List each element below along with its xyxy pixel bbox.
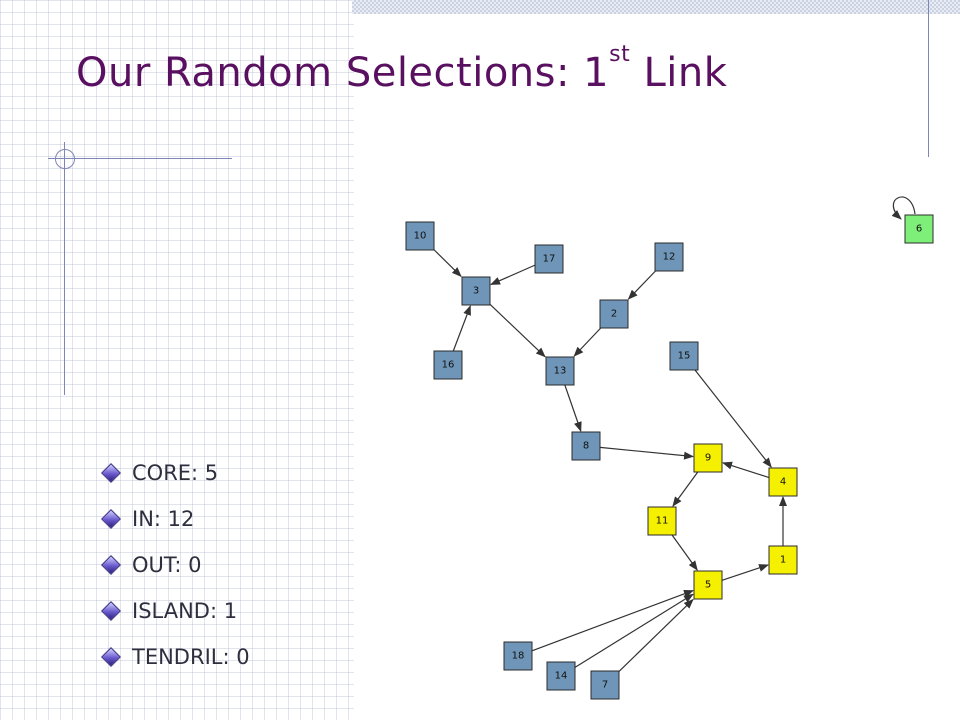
graph-node-14: 14 (546, 661, 576, 691)
graph-node-5: 5 (693, 570, 723, 600)
node-box (571, 431, 601, 461)
node-box (904, 214, 934, 244)
node-box (647, 506, 677, 536)
graph-node-2: 2 (599, 299, 629, 329)
node-box (669, 341, 699, 371)
edge-3-to-13 (489, 303, 546, 358)
graph-node-18: 18 (503, 641, 533, 671)
node-label: 17 (543, 254, 556, 265)
node-label: 14 (555, 671, 568, 682)
node-label: 6 (916, 224, 922, 235)
edge-17-to-3 (490, 264, 536, 285)
node-label: 13 (554, 366, 567, 377)
node-box (534, 244, 564, 274)
edge-15-to-4 (694, 369, 772, 468)
right-accent-line (928, 0, 929, 157)
graph-node-15: 15 (669, 341, 699, 371)
graph-node-7: 7 (590, 670, 620, 700)
node-box (590, 670, 620, 700)
title-end: Link (630, 50, 728, 96)
graph-node-11: 11 (647, 506, 677, 536)
graph-node-1: 1 (768, 545, 798, 575)
node-box (693, 570, 723, 600)
edge-16-to-3 (452, 305, 471, 352)
node-box (503, 641, 533, 671)
node-label: 8 (583, 441, 589, 452)
edge-13-to-8 (564, 384, 582, 432)
node-label: 2 (611, 309, 617, 320)
edge-14-to-5 (574, 593, 694, 668)
edge-11-to-5 (671, 534, 698, 571)
graph-node-9: 9 (693, 443, 723, 473)
graph-node-12: 12 (654, 242, 684, 272)
bullet-list: CORE: 5 IN: 12 OUT: 0 ISLAND: 1 TENDRIL:… (100, 450, 250, 680)
edge-7-to-5 (618, 598, 694, 672)
bullet-item-out: OUT: 0 (100, 542, 250, 588)
bullet-item-tendril: TENDRIL: 0 (100, 634, 250, 680)
left-accent-line (64, 142, 65, 395)
graph-node-16: 16 (433, 350, 463, 380)
graph-node-6: 6 (904, 214, 934, 244)
node-label: 9 (705, 453, 711, 464)
graph-node-8: 8 (571, 431, 601, 461)
title-underline (48, 158, 232, 159)
graph-node-10: 10 (405, 221, 435, 251)
node-box (599, 299, 629, 329)
accent-ring (55, 149, 75, 169)
node-box (768, 467, 798, 497)
title-superscript: st (609, 42, 631, 67)
edge-12-to-2 (627, 270, 656, 300)
graph-node-13: 13 (545, 356, 575, 386)
graph-edges (433, 196, 916, 672)
bullet-text: IN: 12 (132, 507, 195, 531)
bullet-text: TENDRIL: 0 (132, 645, 250, 669)
node-label: 11 (656, 516, 669, 527)
edge-10-to-3 (433, 249, 462, 277)
edge-18-to-5 (531, 590, 694, 652)
bullet-item-in: IN: 12 (100, 496, 250, 542)
graph-node-4: 4 (768, 467, 798, 497)
bullet-item-island: ISLAND: 1 (100, 588, 250, 634)
node-label: 16 (442, 360, 455, 371)
title-main: Our Random Selections: 1 (76, 50, 610, 96)
graph-node-17: 17 (534, 244, 564, 274)
node-label: 15 (678, 351, 691, 362)
bullet-text: ISLAND: 1 (132, 599, 238, 623)
node-box (546, 661, 576, 691)
node-box (693, 443, 723, 473)
slide-title: Our Random Selections: 1st Link (76, 44, 728, 97)
graph-node-3: 3 (461, 276, 491, 306)
node-label: 1 (780, 555, 786, 566)
node-label: 7 (602, 680, 608, 691)
node-label: 3 (473, 286, 479, 297)
node-box (433, 350, 463, 380)
node-box (768, 545, 798, 575)
edge-6-to-6 (891, 196, 916, 220)
node-label: 12 (663, 252, 676, 263)
bullet-text: CORE: 5 (132, 461, 219, 485)
node-box (461, 276, 491, 306)
edge-4-to-9 (722, 461, 770, 479)
edge-8-to-9 (599, 446, 694, 460)
node-box (405, 221, 435, 251)
edge-5-to-1 (721, 564, 769, 581)
node-label: 4 (780, 477, 786, 488)
edge-2-to-13 (573, 327, 602, 357)
node-box (545, 356, 575, 386)
node-label: 5 (705, 580, 711, 591)
bullet-item-core: CORE: 5 (100, 450, 250, 496)
bullet-text: OUT: 0 (132, 553, 202, 577)
node-label: 10 (414, 231, 427, 242)
top-decorative-band (352, 0, 960, 14)
node-box (654, 242, 684, 272)
node-label: 18 (512, 651, 525, 662)
edge-9-to-11 (672, 471, 699, 507)
